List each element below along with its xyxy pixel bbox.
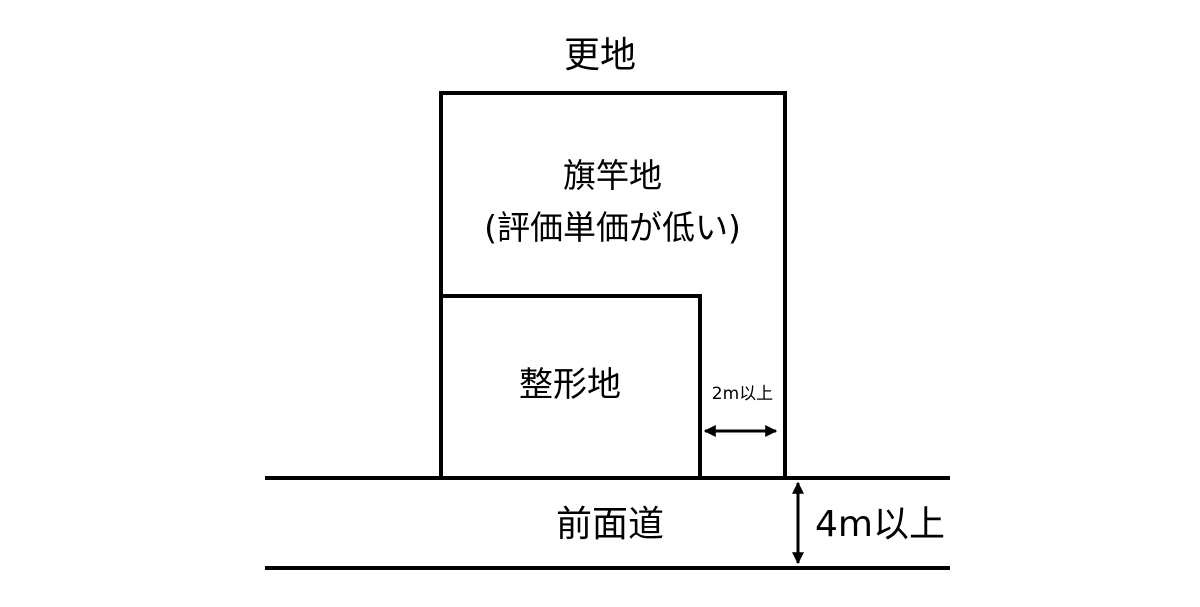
flag-lot-label: 旗竿地 (評価単価が低い) [440,150,785,254]
regular-lot-outline [441,294,702,477]
flag-lot-outline [439,91,787,477]
access-width-label: 2m以上 [711,384,774,404]
regular-lot-label: 整形地 [519,365,621,405]
road-width-label: 4m以上 [815,504,945,545]
flag-lot-note: (評価単価が低い) [484,208,741,247]
flag-lot-title: 旗竿地 [563,156,662,195]
front-road-label: 前面道 [555,504,664,545]
adjacent-land-label: 更地 [563,35,636,76]
